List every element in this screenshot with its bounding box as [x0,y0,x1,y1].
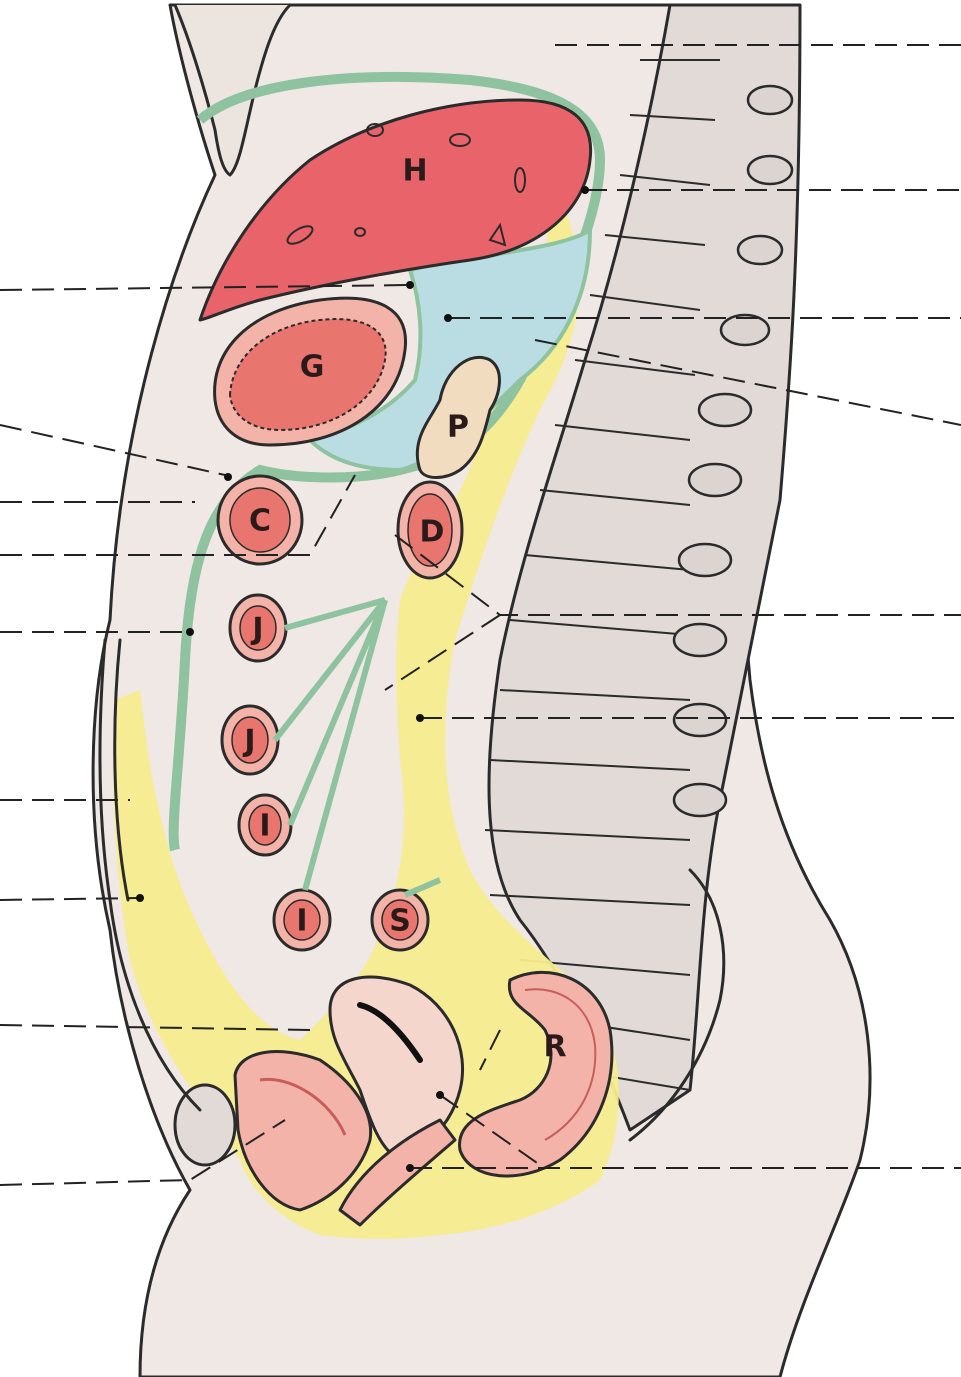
label-R: R [543,1030,566,1065]
label-D: D [420,515,445,550]
label-P: P [447,410,469,445]
pubic-bone [175,1085,235,1165]
label-H: H [402,154,427,189]
label-C: C [249,504,271,539]
label-I1: I [259,809,270,844]
label-G: G [300,350,325,385]
label-S: S [389,904,411,939]
label-J2: J [242,724,255,759]
label-J1: J [250,612,263,647]
label-I2: I [296,904,307,939]
